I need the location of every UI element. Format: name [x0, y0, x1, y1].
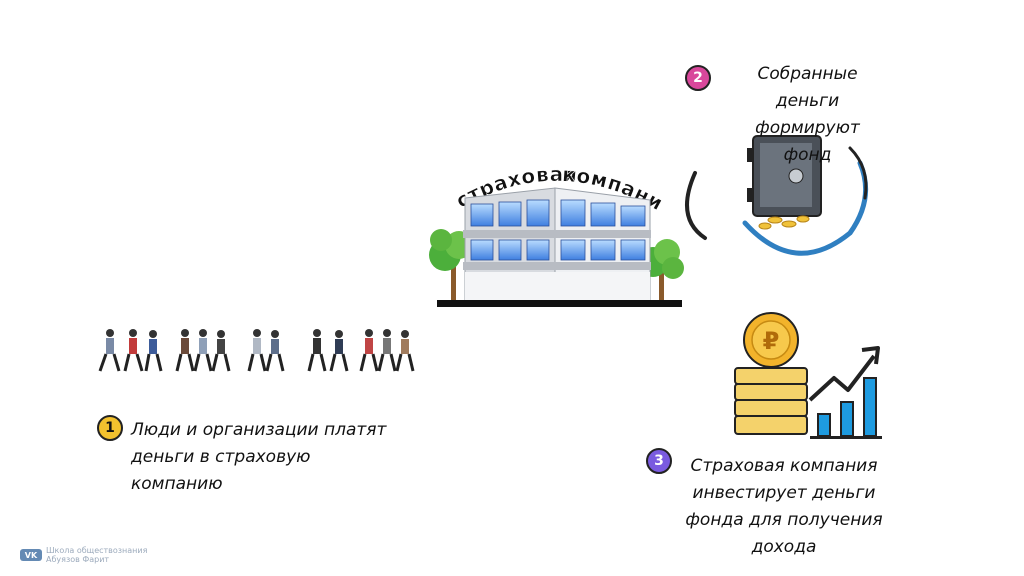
- caption-line: формируют: [755, 118, 860, 138]
- coin-stack-icon: [734, 367, 808, 435]
- step-3-caption: Страховая компания инвестирует деньги фо…: [668, 453, 900, 561]
- investment-growth-illustration: ₽: [734, 312, 882, 439]
- ruble-symbol: ₽: [763, 327, 780, 355]
- caption-line: компанию: [131, 474, 223, 494]
- caption-line: Собранные: [757, 64, 858, 84]
- caption-line: дохода: [751, 537, 817, 557]
- vk-logo-icon: VK: [20, 549, 42, 561]
- caption-line: фонд: [783, 145, 832, 165]
- caption-line: деньги: [775, 91, 840, 111]
- gold-coins-icon: [758, 215, 810, 230]
- caption-line: инвестирует деньги: [692, 483, 876, 503]
- caption-line: Люди и организации платят: [131, 420, 387, 440]
- step-2-caption: Собранные деньги формируют фонд: [730, 61, 885, 169]
- watermark-line-1: Школа обществознания: [46, 546, 148, 555]
- watermark: VK Школа обществознания Абуязов Фарит: [20, 546, 147, 564]
- step-1-badge: 1: [97, 415, 123, 441]
- safe-fund-illustration: [685, 135, 869, 256]
- swirl-arc-dark: [685, 171, 707, 240]
- step-2-badge: 2: [685, 65, 711, 91]
- caption-line: деньги в страховую: [131, 447, 311, 467]
- caption-line: фонда для получения: [685, 510, 883, 530]
- people-crowd-illustration: [98, 329, 415, 372]
- growth-bars-icon: [817, 377, 877, 437]
- step-3-badge: 3: [646, 448, 672, 474]
- safe-icon: [747, 135, 822, 217]
- person-icon: [98, 329, 415, 372]
- step-1-caption: Люди и организации платят деньги в страх…: [131, 417, 461, 498]
- caption-line: Страховая компания: [690, 456, 878, 476]
- insurance-building-illustration: страховая компания: [415, 140, 684, 307]
- growth-arrow-icon: [808, 354, 876, 402]
- watermark-line-2: Абуязов Фарит: [46, 555, 110, 564]
